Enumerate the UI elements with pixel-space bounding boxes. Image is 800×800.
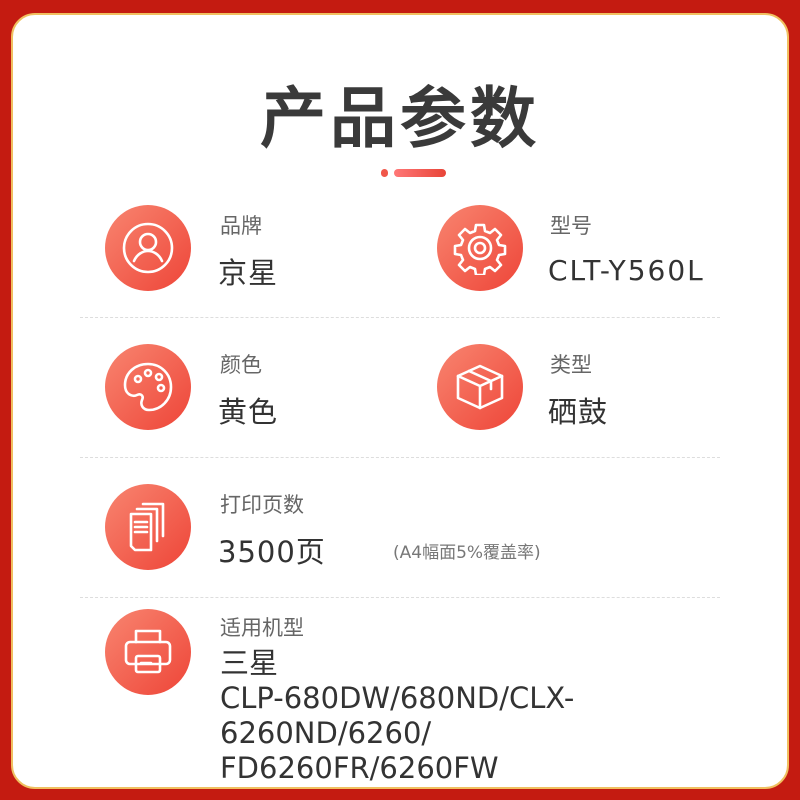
type-label: 类型 (550, 353, 592, 377)
model-value: CLT-Y560L (548, 254, 705, 287)
palette-icon (105, 344, 191, 430)
compatible-model-line: FD6260FR/6260FW (220, 751, 499, 785)
divider (80, 317, 720, 318)
model-label: 型号 (550, 214, 592, 238)
printer-icon (105, 609, 191, 695)
pages-value: 3500页 (218, 535, 326, 569)
page-title: 产品参数 (260, 80, 540, 157)
pages-note: (A4幅面5%覆盖率) (393, 543, 541, 563)
pages-icon (105, 484, 191, 570)
brand-value: 京星 (218, 256, 279, 290)
color-label: 颜色 (220, 353, 262, 377)
divider (80, 597, 720, 598)
compatible-model-line: CLP-680DW/680ND/CLX-6260ND/6260/ (220, 681, 575, 750)
color-value: 黄色 (218, 395, 279, 429)
brand-label: 品牌 (220, 214, 262, 238)
gear-icon (437, 205, 523, 291)
pages-label: 打印页数 (220, 493, 304, 517)
compatible-models: 三星 CLP-680DW/680ND/CLX-6260ND/6260/ FD62… (220, 646, 780, 786)
compatible-label: 适用机型 (220, 616, 304, 640)
type-value: 硒鼓 (548, 395, 609, 429)
user-icon (105, 205, 191, 291)
divider (80, 457, 720, 458)
box-icon (437, 344, 523, 430)
compatible-brand: 三星 (220, 646, 279, 680)
